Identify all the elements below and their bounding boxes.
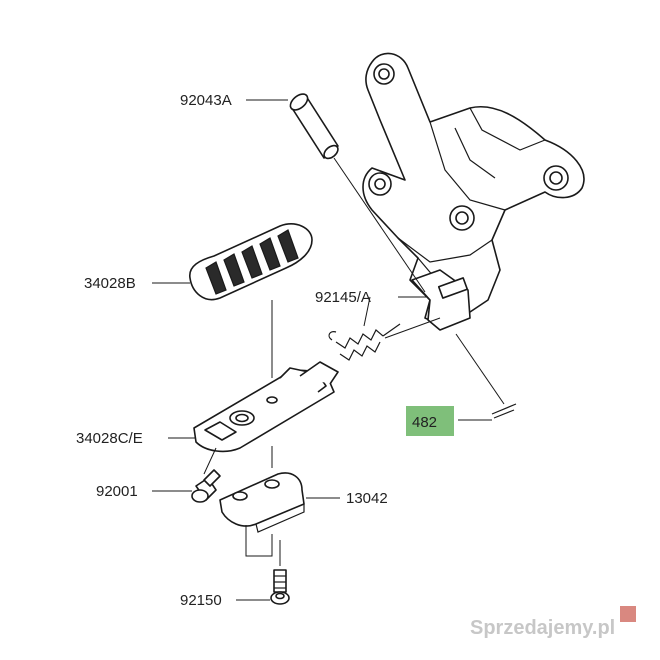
label-92145a: 92145/A: [315, 289, 371, 306]
watermark-logo: Sprzedajemy.pl: [470, 606, 636, 639]
label-482: 482: [412, 414, 437, 431]
label-34028ce: 34028C/E: [76, 430, 143, 447]
footpeg-rubber: [189, 223, 313, 378]
return-spring: [328, 317, 441, 361]
svg-text:Sprzedajemy.pl: Sprzedajemy.pl: [470, 617, 615, 639]
leader-lines: [152, 99, 492, 601]
label-34028b: 34028B: [84, 275, 136, 292]
label-13042: 13042: [346, 490, 388, 507]
highlight-482: [406, 406, 454, 436]
footpeg-plate: [219, 472, 305, 566]
label-92043a: 92043A: [180, 92, 232, 109]
label-92150: 92150: [180, 592, 222, 609]
footpeg-bracket: [362, 52, 585, 331]
bolt-92150: [270, 569, 290, 605]
label-92001: 92001: [96, 483, 138, 500]
bolt-92001: [191, 469, 221, 503]
pivot-pin: [289, 93, 426, 293]
circlip: [455, 333, 517, 419]
footpeg: [193, 361, 339, 475]
